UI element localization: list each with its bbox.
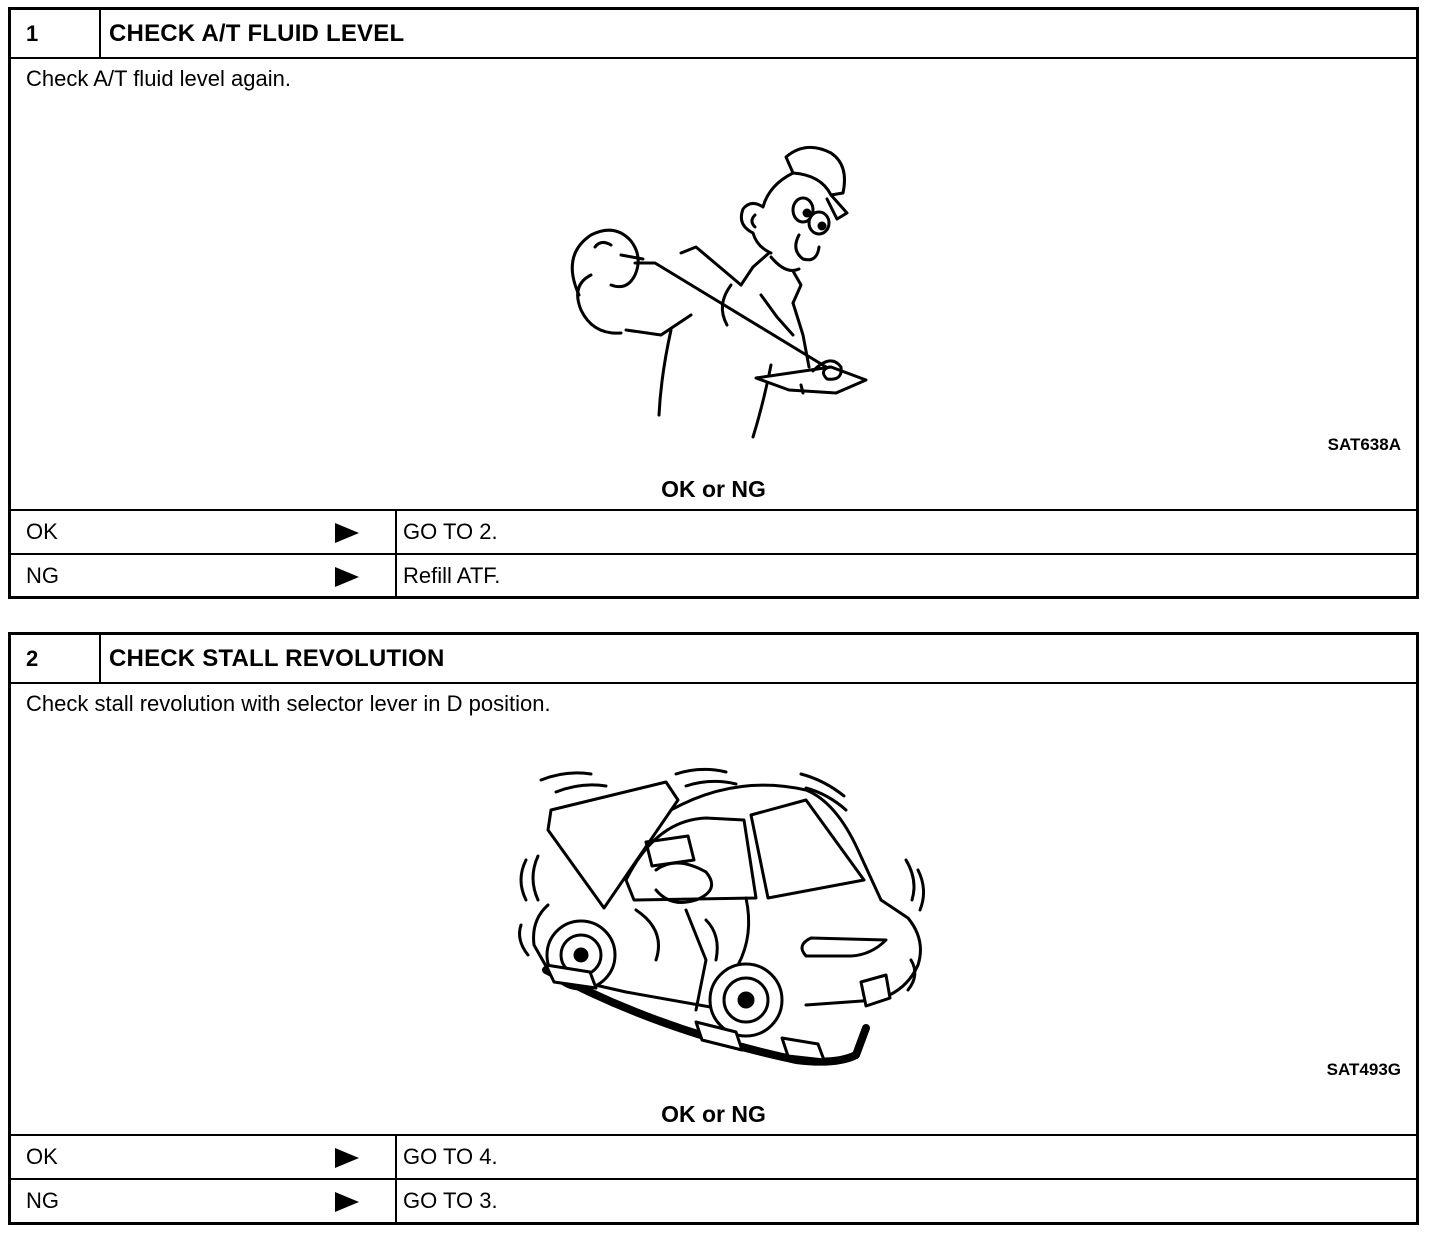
row-label: NG bbox=[26, 1188, 59, 1213]
car-illustration bbox=[518, 767, 925, 1066]
step-description: Check A/T fluid level again. bbox=[26, 66, 291, 91]
play-arrow-icon bbox=[335, 567, 359, 587]
row-result: Refill ATF. bbox=[403, 563, 501, 588]
step-description: Check stall revolution with selector lev… bbox=[26, 691, 551, 716]
result-row-ng: NG GO TO 3. bbox=[11, 1178, 1416, 1222]
row-result: GO TO 3. bbox=[403, 1188, 498, 1213]
ok-or-ng-label: OK or NG bbox=[661, 1101, 766, 1127]
step-2-header: 2 CHECK STALL REVOLUTION bbox=[11, 635, 1416, 684]
row-label: NG bbox=[26, 563, 59, 588]
step-1-block: 1 CHECK A/T FLUID LEVEL Check A/T fluid … bbox=[8, 7, 1419, 599]
result-row-ng: NG Refill ATF. bbox=[11, 553, 1416, 597]
step-number: 2 bbox=[11, 635, 101, 682]
figure-code: SAT638A bbox=[1327, 435, 1401, 454]
ok-or-ng-label: OK or NG bbox=[661, 476, 766, 502]
result-row-ok: OK GO TO 2. bbox=[11, 509, 1416, 553]
play-arrow-icon bbox=[335, 1192, 359, 1212]
row-result: GO TO 4. bbox=[403, 1144, 498, 1169]
result-row-ok: OK GO TO 4. bbox=[11, 1134, 1416, 1178]
step-1-header: 1 CHECK A/T FLUID LEVEL bbox=[11, 10, 1416, 59]
step-title: CHECK STALL REVOLUTION bbox=[109, 645, 445, 672]
row-result: GO TO 2. bbox=[403, 519, 498, 544]
row-label: OK bbox=[26, 519, 58, 544]
play-arrow-icon bbox=[335, 523, 359, 543]
step-2-block: 2 CHECK STALL REVOLUTION Check stall rev… bbox=[8, 632, 1419, 1225]
play-arrow-icon bbox=[335, 1148, 359, 1168]
step-number: 1 bbox=[11, 10, 101, 57]
figure-code: SAT493G bbox=[1326, 1060, 1401, 1079]
step-title: CHECK A/T FLUID LEVEL bbox=[109, 20, 405, 47]
mechanic-illustration bbox=[570, 145, 868, 439]
row-label: OK bbox=[26, 1144, 58, 1169]
